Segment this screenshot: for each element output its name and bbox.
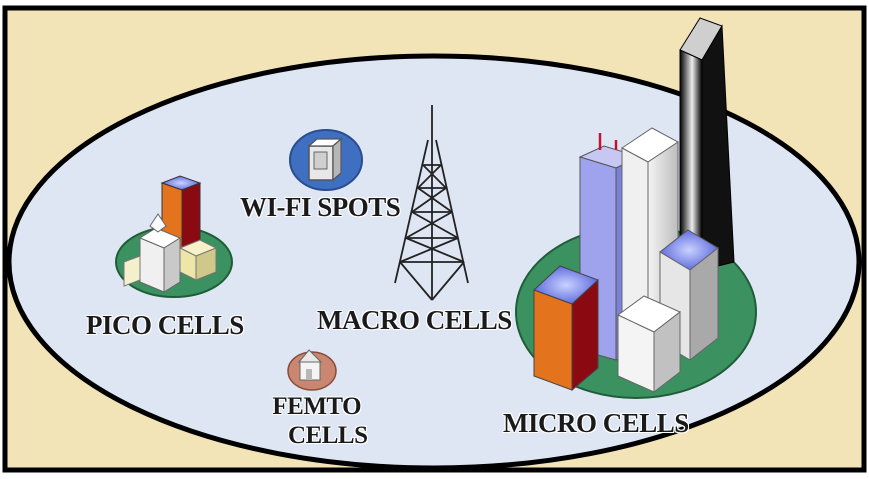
pico-cells-label: PICO CELLS <box>86 310 244 340</box>
micro-cell-city-icon <box>515 17 757 399</box>
macro-cells-label: MACRO CELLS <box>317 305 512 335</box>
femto-label-line1: FEMTO <box>272 393 362 420</box>
femto-cells-label: FEMTO CELLS <box>266 392 368 450</box>
pico-cell-building-icon <box>115 175 233 298</box>
micro-cells-label: MICRO CELLS <box>503 408 689 438</box>
wifi-hotspot-icon <box>289 129 363 191</box>
macro-cell-tower-icon <box>394 105 469 301</box>
femto-label-line2: CELLS <box>288 422 368 449</box>
wifi-spots-label: WI-FI SPOTS <box>240 192 401 222</box>
femto-cell-house-icon <box>287 349 337 391</box>
